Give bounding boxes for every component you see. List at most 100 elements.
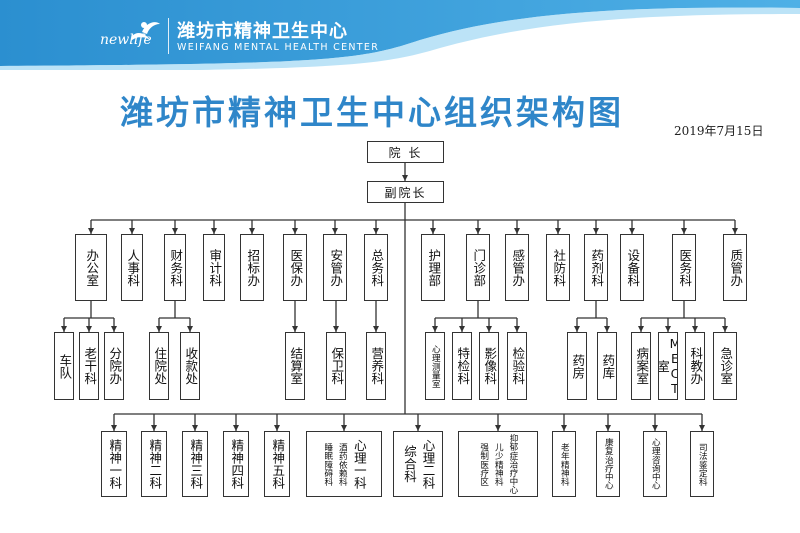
- sub-retired-cadres: 老干科: [79, 332, 99, 400]
- ward-psychiatry-5: 精神五科: [264, 431, 290, 497]
- arrow-head: [111, 326, 117, 332]
- arrow-head: [249, 228, 255, 234]
- sub-branch-office: 分院办: [104, 332, 124, 400]
- dept-tender: 招标办: [240, 234, 264, 301]
- arrow-head: [665, 326, 671, 332]
- ward-depression-center: 抑郁症治疗中心: [507, 433, 518, 495]
- arrow-head: [593, 228, 599, 234]
- arrow-head: [233, 425, 239, 431]
- dept-audit: 审计科: [203, 234, 225, 301]
- arrow-head: [292, 326, 298, 332]
- ward-psychology-2: 心理二科: [420, 439, 436, 489]
- arrow-head: [475, 228, 481, 234]
- dept-security: 安管办: [323, 234, 347, 301]
- box-president: 院 长: [367, 141, 444, 163]
- arrow-head: [692, 326, 698, 332]
- dept-social-prevention: 社防科: [546, 234, 570, 301]
- dept-outpatient: 门诊部: [466, 234, 490, 301]
- dept-quality-control: 质管办: [723, 234, 747, 301]
- sub-special-exam: 特检科: [452, 332, 472, 400]
- arrow-head: [88, 228, 94, 234]
- group-psych2-general: 心理二科 综合科: [393, 431, 443, 497]
- dept-nursing: 护理部: [421, 234, 445, 301]
- sub-dispensary: 药房: [567, 332, 587, 400]
- dept-hr: 人事科: [121, 234, 143, 301]
- sub-psych-testing: 心理测量室: [425, 332, 445, 400]
- dept-general-affairs: 总务科: [364, 234, 388, 301]
- page-title: 潍坊市精神卫生中心组织架构图: [120, 93, 624, 132]
- sub-motorcade: 车队: [54, 332, 74, 400]
- arrow-head: [459, 326, 465, 332]
- arrow-head: [341, 425, 347, 431]
- brand-divider: [168, 18, 169, 54]
- chart-date: 2019年7月15日: [674, 124, 764, 138]
- ward-geriatric: 老年精神科: [552, 431, 576, 497]
- arrow-head: [129, 228, 135, 234]
- dept-infection-control: 感管办: [505, 234, 529, 301]
- sub-mect-room: MECT室: [658, 332, 678, 400]
- arrow-head: [681, 228, 687, 234]
- arrow-head: [486, 326, 492, 332]
- ward-psychiatry-4: 精神四科: [223, 431, 249, 497]
- sub-emergency-room: 急诊室: [713, 332, 737, 400]
- arrow-head: [402, 175, 408, 181]
- ward-forensic: 司法鉴定科: [690, 431, 714, 497]
- arrow-head: [61, 326, 67, 332]
- arrow-head: [274, 425, 280, 431]
- arrow-head: [151, 425, 157, 431]
- arrow-head: [652, 425, 658, 431]
- arrow-head: [555, 228, 561, 234]
- ward-sleep-disorder: 睡眠障碍科: [322, 442, 333, 486]
- group-depression-child-forensic: 抑郁症治疗中心 儿少精神科 强制医疗区: [458, 431, 538, 497]
- arrow-head: [373, 326, 379, 332]
- ward-addiction: 酒药依赖科: [337, 442, 348, 486]
- ward-psychiatry-2: 精神二科: [141, 431, 167, 497]
- ward-psychiatry-3: 精神三科: [182, 431, 208, 497]
- arrow-head: [333, 326, 339, 332]
- arrow-head: [561, 425, 567, 431]
- ward-child-adolescent: 儿少精神科: [493, 442, 504, 486]
- box-vice-president: 副院长: [367, 181, 444, 203]
- dept-office: 办公室: [75, 234, 107, 301]
- sub-guard-section: 保卫科: [326, 332, 346, 400]
- arrow-head: [605, 425, 611, 431]
- arrow-head: [292, 228, 298, 234]
- arrow-head: [86, 326, 92, 332]
- arrow-head: [699, 425, 705, 431]
- arrow-head: [574, 326, 580, 332]
- arrow-head: [495, 425, 501, 431]
- center-name-en: WEIFANG MENTAL HEALTH CENTER: [177, 42, 380, 53]
- sub-nutrition: 营养科: [366, 332, 386, 400]
- arrow-head: [156, 326, 162, 332]
- arrow-head: [373, 228, 379, 234]
- arrow-head: [430, 228, 436, 234]
- arrow-head: [638, 326, 644, 332]
- sub-laboratory: 检验科: [507, 332, 527, 400]
- arrow-head: [722, 326, 728, 332]
- arrow-head: [514, 228, 520, 234]
- arrow-head: [604, 326, 610, 332]
- header-wave: [0, 0, 800, 70]
- group-psych1-addiction-sleep: 心理一科 酒药依赖科 睡眠障碍科: [306, 431, 382, 497]
- ward-rehabilitation: 康复治疗中心: [596, 431, 620, 497]
- ward-counseling: 心理咨询中心: [643, 431, 667, 497]
- arrow-head: [732, 228, 738, 234]
- header-banner: newlife 潍坊市精神卫生中心 WEIFANG MENTAL HEALTH …: [0, 0, 800, 70]
- dept-insurance: 医保办: [283, 234, 307, 301]
- ward-compulsory-treatment: 强制医疗区: [478, 442, 489, 486]
- dept-pharmacy: 药剂科: [584, 234, 608, 301]
- arrow-head: [211, 228, 217, 234]
- arrow-head: [192, 425, 198, 431]
- arrow-head: [187, 326, 193, 332]
- sub-cashier: 收款处: [180, 332, 200, 400]
- sub-drug-storage: 药库: [597, 332, 617, 400]
- center-name-cn: 潍坊市精神卫生中心: [177, 21, 348, 42]
- arrow-head: [514, 326, 520, 332]
- arrow-head: [415, 425, 421, 431]
- arrow-head: [172, 228, 178, 234]
- dept-finance: 财务科: [164, 234, 186, 301]
- sub-education-office: 科教办: [685, 332, 705, 400]
- arrow-head: [629, 228, 635, 234]
- dept-medical-affairs: 医务科: [672, 234, 696, 301]
